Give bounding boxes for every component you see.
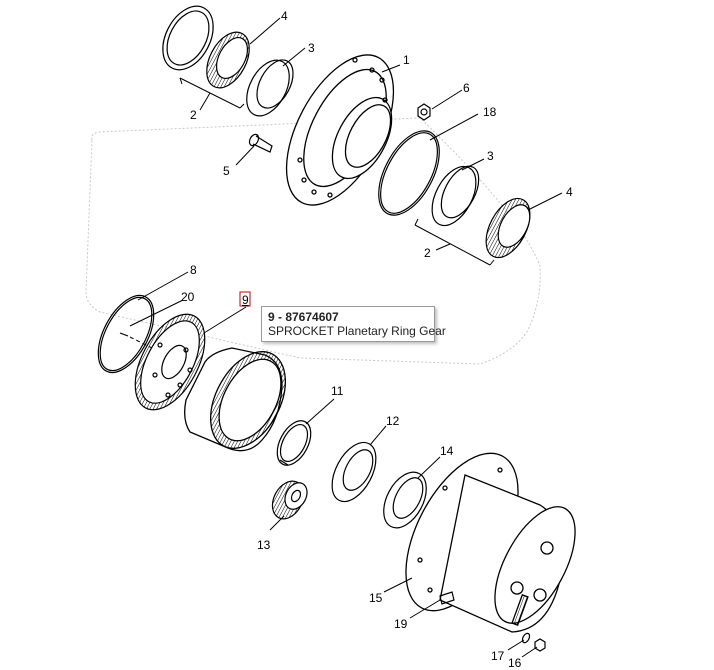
plug-part-19[interactable]	[439, 591, 455, 605]
callout-3-upper[interactable]: 3	[308, 41, 315, 55]
thrust-washer-part-12[interactable]	[323, 435, 385, 508]
callout-9-highlight-box	[239, 291, 251, 307]
callout-19[interactable]: 19	[394, 617, 408, 631]
bearing-cup-part-3-upper[interactable]	[238, 53, 300, 123]
callout-4-upper[interactable]: 4	[281, 9, 288, 23]
sprocket-disk[interactable]	[121, 303, 219, 421]
callout-2-lower[interactable]: 2	[424, 246, 431, 260]
thrust-washer-part-14[interactable]	[375, 465, 435, 535]
stud-part-5[interactable]	[248, 133, 273, 153]
callout-4-lower[interactable]: 4	[566, 185, 573, 199]
pin-alignment-dashes	[129, 336, 161, 353]
callout-6[interactable]: 6	[463, 81, 470, 95]
seal-part-2-upper[interactable]	[153, 0, 224, 78]
callout-18[interactable]: 18	[483, 105, 497, 119]
callout-16[interactable]: 16	[508, 656, 522, 670]
callout-5[interactable]: 5	[223, 164, 230, 178]
housing-part-15[interactable]	[383, 435, 592, 635]
leader-lines	[129, 17, 563, 658]
assembly-group-outline	[85, 117, 541, 365]
tooltip-part-number: 9 - 87674607	[268, 310, 339, 324]
callout-20[interactable]: 20	[181, 290, 195, 304]
washer-part-17[interactable]	[521, 632, 531, 644]
bolt-part-16[interactable]	[534, 638, 546, 652]
tooltip-part-description: SPROCKET Planetary Ring Gear	[268, 324, 446, 338]
bracket-part-2-upper	[179, 77, 245, 111]
callout-9[interactable]: 9	[242, 293, 249, 307]
callout-14[interactable]: 14	[440, 444, 454, 458]
o-ring-part-18[interactable]	[366, 121, 452, 225]
bearing-cup-part-3-lower[interactable]	[423, 159, 486, 232]
gear-part-13[interactable]	[266, 476, 311, 524]
nut-part-6[interactable]	[417, 103, 431, 121]
callout-17[interactable]: 17	[491, 649, 505, 663]
snap-ring-part-11[interactable]	[270, 415, 317, 471]
callout-15[interactable]: 15	[369, 591, 383, 605]
bearing-cone-part-4-lower[interactable]	[477, 191, 539, 264]
callout-12[interactable]: 12	[386, 414, 400, 428]
part-tooltip: 9 - 87674607 SPROCKET Planetary Ring Gea…	[261, 306, 446, 342]
hub-part-1[interactable]	[264, 38, 415, 222]
bearing-cone-part-4-upper[interactable]	[198, 25, 258, 95]
callout-11[interactable]: 11	[331, 384, 344, 398]
ring-gear-part-9[interactable]	[184, 339, 301, 461]
callout-8[interactable]: 8	[190, 263, 197, 277]
callout-2-upper[interactable]: 2	[190, 108, 197, 122]
callout-3-lower[interactable]: 3	[487, 149, 494, 163]
bracket-part-2-lower	[414, 218, 495, 266]
pin-part-20[interactable]	[119, 332, 129, 337]
callout-13[interactable]: 13	[257, 538, 271, 552]
callout-1[interactable]: 1	[403, 53, 410, 67]
